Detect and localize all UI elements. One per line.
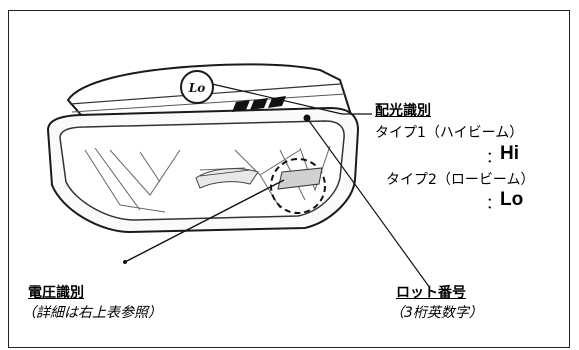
beam-type1-label: タイプ1（ハイビーム）: [375, 125, 524, 141]
voltage-id-leader: [124, 179, 285, 263]
beam-type1-code: Hi: [500, 143, 519, 164]
lo-mark-text: Lo: [188, 81, 205, 95]
emblem: [195, 168, 259, 189]
beam-type1-colon: ：: [486, 148, 502, 166]
figure-frame: [8, 10, 570, 348]
reflector-facets: [84, 145, 331, 213]
beam-id-heading: 配光識別: [375, 103, 431, 119]
lot-number-note: （3桁英数字）: [390, 305, 483, 321]
voltage-id-plate: [277, 167, 323, 190]
voltage-id-note: （詳細は右上表参照）: [22, 305, 162, 321]
voltage-id-heading: 電圧識別: [28, 285, 84, 301]
beam-id-leader: [211, 83, 343, 115]
beam-type2-label: タイプ2（ロービーム）: [386, 172, 535, 188]
beam-type2-colon: ：: [486, 194, 502, 212]
beam-type2-code: Lo: [500, 189, 524, 210]
lot-number-leader: [306, 117, 431, 289]
lot-number-heading: ロット番号: [396, 285, 466, 301]
lot-marks: [232, 96, 286, 112]
lo-mark-circle: [180, 70, 214, 104]
